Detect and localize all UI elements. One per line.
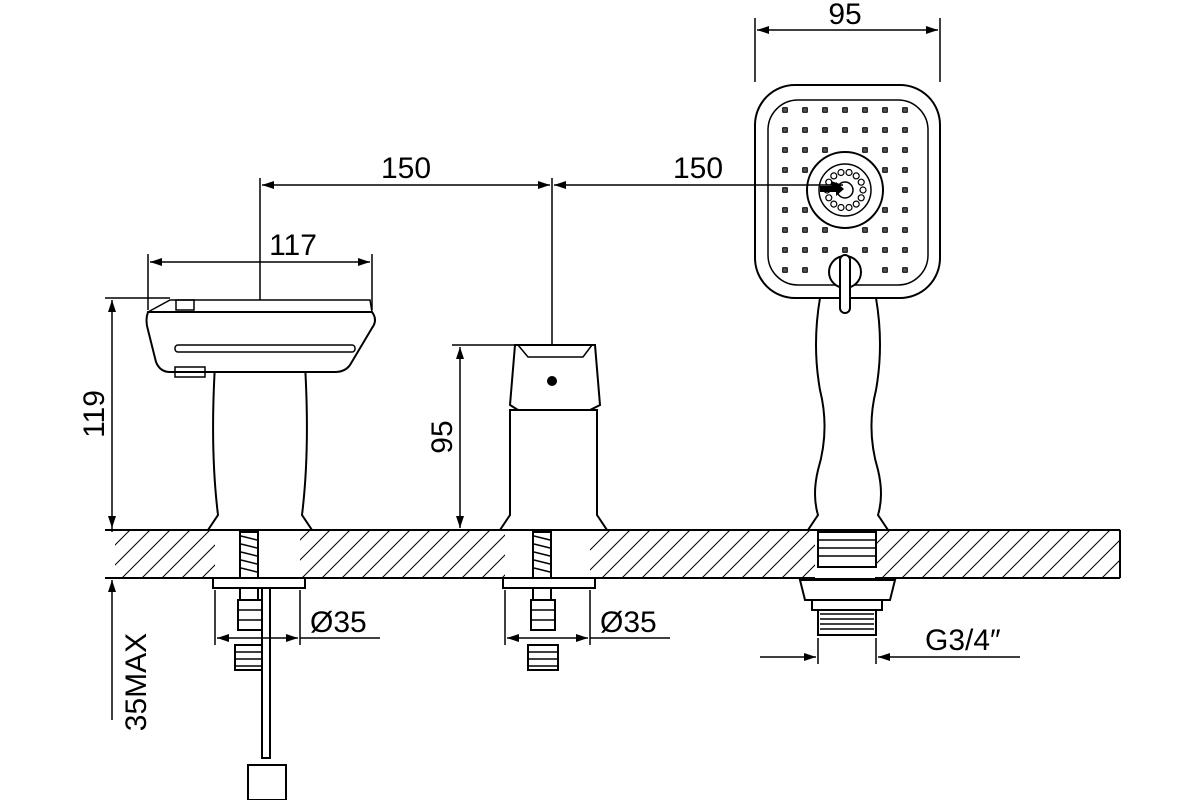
dimensions: 95 150 150 117 119 95 35MAX Ø35: [78, 0, 1020, 731]
spray-nozzle: [902, 187, 908, 193]
spray-nozzle: [842, 247, 848, 253]
dim-head-width: 95: [828, 0, 861, 31]
spray-nozzle: [802, 147, 808, 153]
spray-nozzle: [842, 107, 848, 113]
dim-thread: G3/4″: [925, 624, 1001, 657]
spray-nozzle: [802, 127, 808, 133]
ring-nozzle: [837, 168, 845, 177]
dim-handle-width: 117: [269, 229, 317, 262]
ring-nozzle: [857, 178, 865, 186]
spray-nozzle: [782, 227, 788, 233]
spray-nozzle: [782, 267, 788, 273]
spray-nozzle: [822, 147, 828, 153]
ring-nozzle: [830, 200, 838, 208]
diverter-valve: [498, 344, 609, 671]
spray-nozzle: [882, 107, 888, 113]
spray-nozzle: [862, 127, 868, 133]
ring-nozzle: [837, 203, 845, 212]
spray-nozzle: [802, 267, 808, 273]
spray-nozzle: [822, 247, 828, 253]
spray-nozzle: [842, 127, 848, 133]
spray-nozzles: [782, 107, 908, 273]
spray-nozzle: [882, 227, 888, 233]
spray-nozzle: [862, 247, 868, 253]
spray-nozzle: [782, 127, 788, 133]
spray-nozzle: [782, 107, 788, 113]
ring-nozzle: [845, 168, 853, 177]
dim-spacing-left: 150: [381, 152, 431, 185]
dim-hole-right: Ø35: [600, 606, 657, 639]
spray-nozzle: [882, 267, 888, 273]
spray-nozzle: [802, 167, 808, 173]
spray-nozzle: [862, 147, 868, 153]
spray-nozzle: [822, 127, 828, 133]
spout-mixer: [145, 299, 376, 800]
spray-nozzle: [822, 227, 828, 233]
dim-deck-thickness: 35MAX: [120, 633, 153, 731]
dim-hole-left: Ø35: [310, 606, 367, 639]
spray-nozzle: [902, 107, 908, 113]
spray-nozzle: [902, 247, 908, 253]
hand-shower: [754, 84, 941, 636]
spray-nozzle: [902, 267, 908, 273]
ring-nozzle: [852, 200, 860, 208]
spray-nozzle: [882, 167, 888, 173]
spray-nozzle: [862, 107, 868, 113]
spray-nozzle: [902, 127, 908, 133]
spray-nozzle: [902, 147, 908, 153]
ring-nozzle: [830, 172, 838, 180]
spray-nozzle: [882, 247, 888, 253]
spray-nozzle: [802, 207, 808, 213]
dim-spout-height: 119: [78, 390, 111, 438]
spray-nozzle: [902, 227, 908, 233]
ring-nozzle: [857, 194, 865, 202]
spray-nozzle: [802, 247, 808, 253]
spray-nozzle: [802, 107, 808, 113]
ring-nozzle: [845, 203, 853, 212]
valve-set-screw: [547, 376, 557, 386]
spray-nozzle: [782, 187, 788, 193]
spray-nozzle: [782, 167, 788, 173]
spray-nozzle: [782, 247, 788, 253]
spray-nozzle: [862, 227, 868, 233]
spray-nozzle: [882, 207, 888, 213]
spray-nozzle: [902, 207, 908, 213]
spray-nozzle: [902, 167, 908, 173]
dim-valve-height: 95: [426, 420, 459, 453]
dim-spacing-right: 150: [673, 152, 723, 185]
spray-nozzle: [782, 207, 788, 213]
spray-nozzle: [882, 147, 888, 153]
spray-nozzle: [782, 147, 788, 153]
spray-nozzle: [882, 127, 888, 133]
ring-nozzle: [859, 186, 867, 194]
ring-nozzle: [852, 172, 860, 180]
ring-nozzle: [825, 194, 833, 202]
spray-nozzle: [822, 107, 828, 113]
spray-nozzle: [802, 227, 808, 233]
